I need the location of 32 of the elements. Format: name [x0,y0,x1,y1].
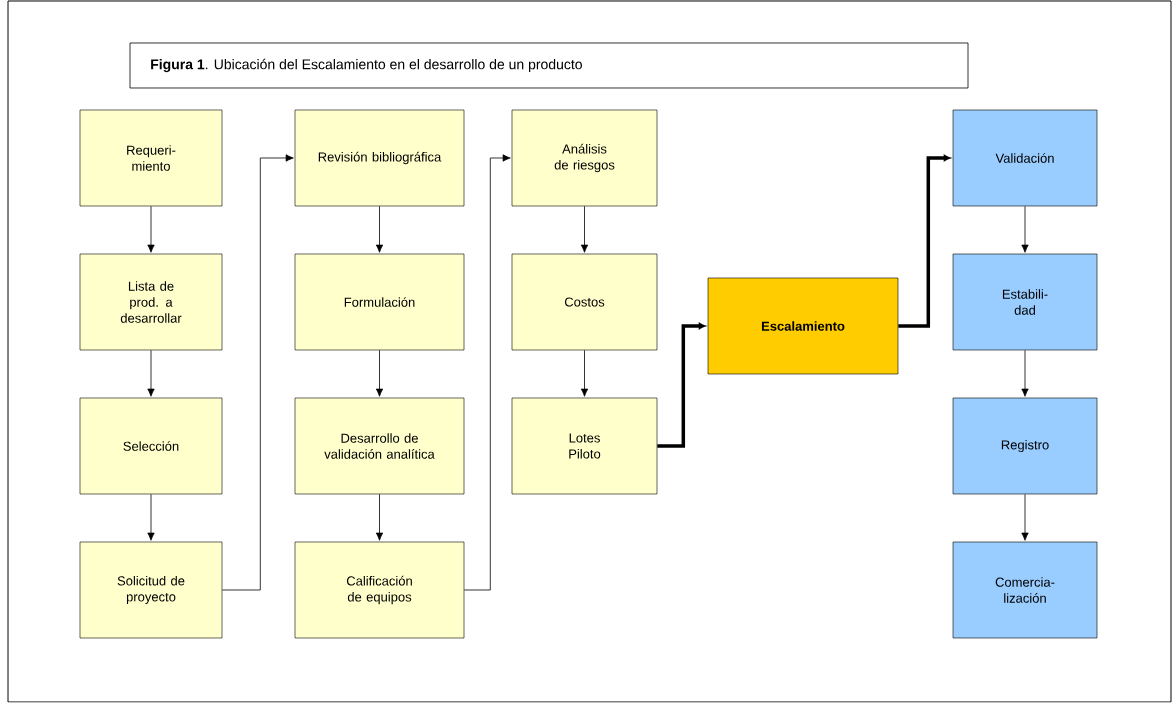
arrow [147,493,155,541]
highlight-box: Escalamiento [707,277,899,375]
process-box: Formulación [294,253,465,351]
arrow [580,349,589,397]
process-box: Selección [79,397,223,495]
process-box: Costos [511,253,658,351]
arrow [657,322,706,448]
arrow [375,493,384,541]
arrow [375,349,384,397]
arrow [1021,205,1029,253]
process-box: Revisión bibliográfica [294,109,465,207]
arrow [463,154,511,591]
process-box: Validación [952,109,1098,207]
arrow [898,154,951,328]
process-box: Análisis de riesgos [511,109,658,207]
arrow [147,349,155,397]
arrow [1021,493,1029,541]
process-box: Calificación de equipos [294,541,465,639]
arrow [580,205,589,253]
process-box: Registro [952,397,1098,495]
process-box: Desarrollo de validación analítica [294,397,465,495]
process-box: Estabili- dad [952,253,1098,351]
arrow [375,205,384,253]
title-box: Figura 1. Ubicación del Escalamiento en el desarrollo de un producto [129,42,969,89]
arrow [221,154,294,591]
process-box: Requeri- miento [79,109,223,207]
process-box: Lotes Piloto [511,397,658,495]
process-box: Comercia- lización [952,541,1098,639]
arrow [1021,349,1029,397]
process-box: Lista de prod. a desarrollar [79,253,223,351]
arrow [147,205,155,253]
process-box: Solicitud de proyecto [79,541,223,639]
